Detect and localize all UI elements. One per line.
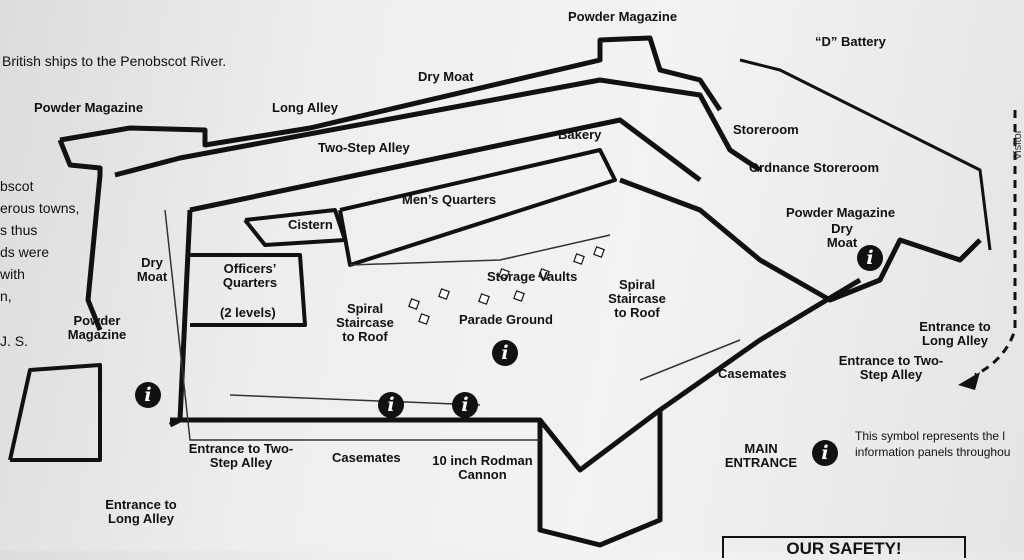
label-long-alley: Long Alley — [272, 100, 338, 115]
intro-fragment: J. S. — [0, 333, 29, 349]
info-panel-icon: i — [492, 340, 518, 366]
label-entrance-long-alley-w: Entrance to Long Alley — [105, 497, 177, 526]
label-casemates-s: Casemates — [332, 450, 401, 465]
intro-fragment: s thus — [0, 222, 38, 238]
mens-quarters-block — [338, 148, 617, 267]
info-panel-icon: i — [452, 392, 478, 418]
label-powder-magazine-e: Powder Magazine — [786, 205, 896, 220]
info-panel-icon: i — [135, 382, 161, 408]
intro-top-line: British ships to the Penobscot River. — [2, 53, 227, 69]
outer-wall-north — [59, 35, 723, 148]
label-two-levels: (2 levels) — [220, 305, 276, 320]
label-powder-magazine-nw: Powder Magazine — [34, 100, 144, 115]
officers-block — [190, 253, 307, 327]
label-d-battery: “D” Battery — [815, 34, 886, 49]
legend-line-1: This symbol represents the l — [855, 429, 1006, 443]
label-officers-quarters: Officers’ Quarters — [222, 261, 278, 290]
intro-fragment: erous towns, — [0, 200, 80, 216]
label-spiral-staircase-e: Spiral Staircase to Roof — [608, 277, 666, 320]
inner-wall — [114, 77, 762, 178]
label-spiral-staircase-w: Spiral Staircase to Roof — [336, 301, 394, 344]
label-entrance-two-step-e: Entrance to Two-Step Alley — [838, 353, 944, 382]
label-casemates-e: Casemates — [718, 366, 787, 381]
main-bastion — [537, 410, 663, 548]
label-rodman-cannon: 10 inch Rodman Cannon — [432, 453, 533, 482]
sw-bastion — [8, 363, 102, 462]
label-powder-magazine-sw: Powder Magazine — [67, 313, 127, 342]
fort-wall-north — [189, 117, 702, 213]
label-storeroom: Storeroom — [733, 122, 799, 137]
label-dry-moat-top: Dry Moat — [418, 69, 474, 84]
label-ordnance-storeroom: Ordnance Storeroom — [749, 160, 880, 175]
intro-fragment: bscot — [0, 178, 34, 194]
label-visitor-center: Visitor Center — [1012, 129, 1024, 160]
outer-wall-west — [57, 139, 103, 331]
fort-wall-east — [619, 177, 982, 303]
label-storage-vaults: Storage Vaults — [487, 269, 578, 284]
intro-fragment: ds were — [0, 244, 50, 260]
safety-banner: OUR SAFETY! — [722, 536, 966, 558]
info-panel-icon: i — [857, 245, 883, 271]
label-entrance-long-alley-e: Entrance to Long Alley — [919, 319, 991, 348]
label-main-entrance: MAIN ENTRANCE — [724, 441, 798, 470]
label-cistern: Cistern — [288, 217, 333, 232]
label-dry-moat-e: Dry Moat — [826, 221, 858, 250]
label-mens-quarters: Men’s Quarters — [402, 192, 497, 207]
label-entrance-two-step-w: Entrance to Two-Step Alley — [188, 441, 294, 470]
label-two-step-alley: Two-Step Alley — [318, 140, 410, 155]
label-dry-moat-w: Dry Moat — [136, 255, 168, 284]
label-bakery: Bakery — [558, 127, 602, 142]
label-parade-ground: Parade Ground — [459, 312, 553, 327]
intro-fragment: with — [0, 266, 25, 282]
storage-vault-markers — [408, 246, 605, 325]
fort-wall-west — [168, 209, 193, 428]
info-panel-icon: i — [378, 392, 404, 418]
cistern-block — [243, 208, 347, 247]
intro-fragment: n, — [0, 288, 12, 304]
legend-info-icon: i — [812, 440, 838, 466]
label-powder-magazine-top: Powder Magazine — [568, 9, 678, 24]
battery-arc — [739, 58, 992, 251]
fort-wall-south — [170, 277, 862, 473]
direction-arrowhead — [958, 372, 980, 390]
legend-line-2: information panels throughou — [855, 445, 1011, 459]
